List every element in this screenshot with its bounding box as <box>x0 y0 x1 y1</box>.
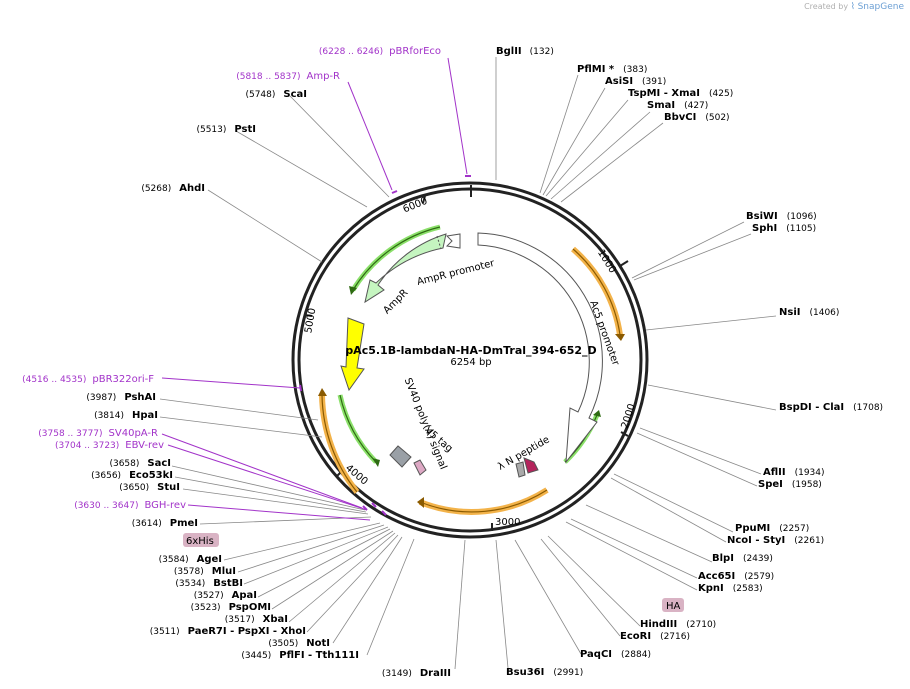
his-tag-label: 6xHis <box>186 536 214 547</box>
ampr-promoter-feature <box>445 233 461 249</box>
ac5-promoter-feature <box>477 232 603 464</box>
site-kpni: KpnI(2583) <box>698 583 763 594</box>
site-tspmi-xmai: TspMI - XmaI(425) <box>628 88 733 99</box>
ha-tag-label: HA <box>666 601 681 612</box>
v5-tag-pink-marker <box>413 459 427 476</box>
site-noti: (3505)NotI <box>268 638 330 649</box>
site-bglii: BglII(132) <box>496 46 554 57</box>
lambda-n-peptide-feature <box>523 457 539 474</box>
primer-pbrforeco: (6228 .. 6246)pBRforEco <box>319 46 441 57</box>
backbone-outer-circle <box>291 181 649 539</box>
primer-amp-r: (5818 .. 5837)Amp-R <box>236 71 340 82</box>
site-pspomi: (3523)PspOMI <box>191 602 271 613</box>
site-ncoi-styi: NcoI - StyI(2261) <box>727 535 824 546</box>
site-smai: SmaI(427) <box>647 100 708 111</box>
tick-marks <box>304 185 629 531</box>
site-hindiii: HindIII(2710) <box>640 619 716 630</box>
site-blpi: BlpI(2439) <box>712 553 773 564</box>
site-mlui: (3578)MluI <box>174 566 236 577</box>
ampr-feature <box>364 233 447 304</box>
primer-lines <box>161 57 468 521</box>
primer-bgh-rev: (3630 .. 3647)BGH-rev <box>74 500 186 511</box>
sv40-polya-feature <box>340 317 365 392</box>
site-stui: (3650)StuI <box>119 482 180 493</box>
ampr-label: AmpR <box>381 287 410 316</box>
orf-arc-bottom-arrow <box>417 497 424 508</box>
plasmid-size: 6254 bp <box>450 357 491 368</box>
site-bbvci: BbvCI(502) <box>664 112 730 123</box>
site-paqci: PaqCI(2884) <box>580 649 651 660</box>
tick-label-3000: 3000 <box>495 517 520 528</box>
v5-tag-feature <box>389 445 412 468</box>
site-pmei: (3614)PmeI <box>132 518 198 529</box>
site-sphi: SphI(1105) <box>752 223 816 234</box>
orf-arc-top-right-arrow <box>615 334 625 341</box>
primer-sv40pa-r: (3758 .. 3777)SV40pA-R <box>38 428 158 439</box>
site-spei: SpeI(1958) <box>758 479 822 490</box>
site-pflmi: PflMI *(383) <box>577 64 647 75</box>
right-site-lines <box>495 57 777 669</box>
site-hpai: (3814)HpaI <box>94 410 158 421</box>
lambda-n-grey-marker <box>515 461 526 478</box>
site-saci: (3658)SacI <box>109 458 171 469</box>
primer-marks <box>299 175 471 516</box>
ha-tag-box <box>662 598 684 612</box>
green-arc-left <box>337 394 378 464</box>
tick-label-5000: 5000 <box>303 307 318 334</box>
tick-label-6000: 6000 <box>401 196 429 216</box>
site-pshai: (3987)PshAI <box>86 392 156 403</box>
left-site-lines <box>159 95 466 670</box>
green-arc-ampr-arrow <box>349 286 357 295</box>
plasmid-name: pAc5.1B-lambdaN-HA-DmTral_394-652_D <box>345 344 596 357</box>
tick-label-1000: 1000 <box>595 248 618 275</box>
site-acc65i: Acc65I(2579) <box>698 571 774 582</box>
site-eco53ki: (3656)Eco53kI <box>91 470 173 481</box>
site-paer7i-pspxi-xhoi: (3511)PaeR7I - PspXI - XhoI <box>150 626 306 637</box>
site-bsiwi: BsiWI(1096) <box>746 211 817 222</box>
green-arc-left-arrow <box>372 458 380 467</box>
site-xbai: (3517)XbaI <box>225 614 288 625</box>
site-scai: (5748)ScaI <box>245 89 307 100</box>
site-psti: (5513)PstI <box>196 124 256 135</box>
his-tag-box <box>183 533 219 547</box>
site-draiii: (3149)DraIII <box>382 668 451 679</box>
site-ppumi: PpuMI(2257) <box>735 523 809 534</box>
snapgene-logo-icon: ⌇ <box>850 2 856 12</box>
site-bsu36i: Bsu36I(2991) <box>506 667 583 678</box>
green-arc-right-arrow <box>593 410 601 417</box>
site-asisi: AsiSI(391) <box>605 76 666 87</box>
site-pflfi-tth111i: (3445)PflFI - Tth111I <box>241 650 359 661</box>
site-ecori: EcoRI(2716) <box>620 631 690 642</box>
credit-brand: SnapGene <box>857 2 904 12</box>
snapgene-credit: Created by ⌇ SnapGene <box>804 2 904 12</box>
site-agei: (3584)AgeI <box>159 554 222 565</box>
orf-arc-left-arrow <box>318 388 327 396</box>
primer-pbr322ori-f: (4516 .. 4535)pBR322ori-F <box>22 374 154 385</box>
site-aflii: AflII(1934) <box>763 467 825 478</box>
credit-prefix: Created by <box>804 2 849 11</box>
site-bstbi: (3534)BstBI <box>175 578 243 589</box>
primer-ebv-rev: (3704 .. 3723)EBV-rev <box>55 440 164 451</box>
ampr-promoter-label: AmpR promoter <box>416 258 497 288</box>
site-nsii: NsiI(1406) <box>779 307 839 318</box>
site-bspdi-clai: BspDI - ClaI(1708) <box>779 402 883 413</box>
site-ahdi: (5268)AhdI <box>141 183 205 194</box>
site-apai: (3527)ApaI <box>194 590 257 601</box>
